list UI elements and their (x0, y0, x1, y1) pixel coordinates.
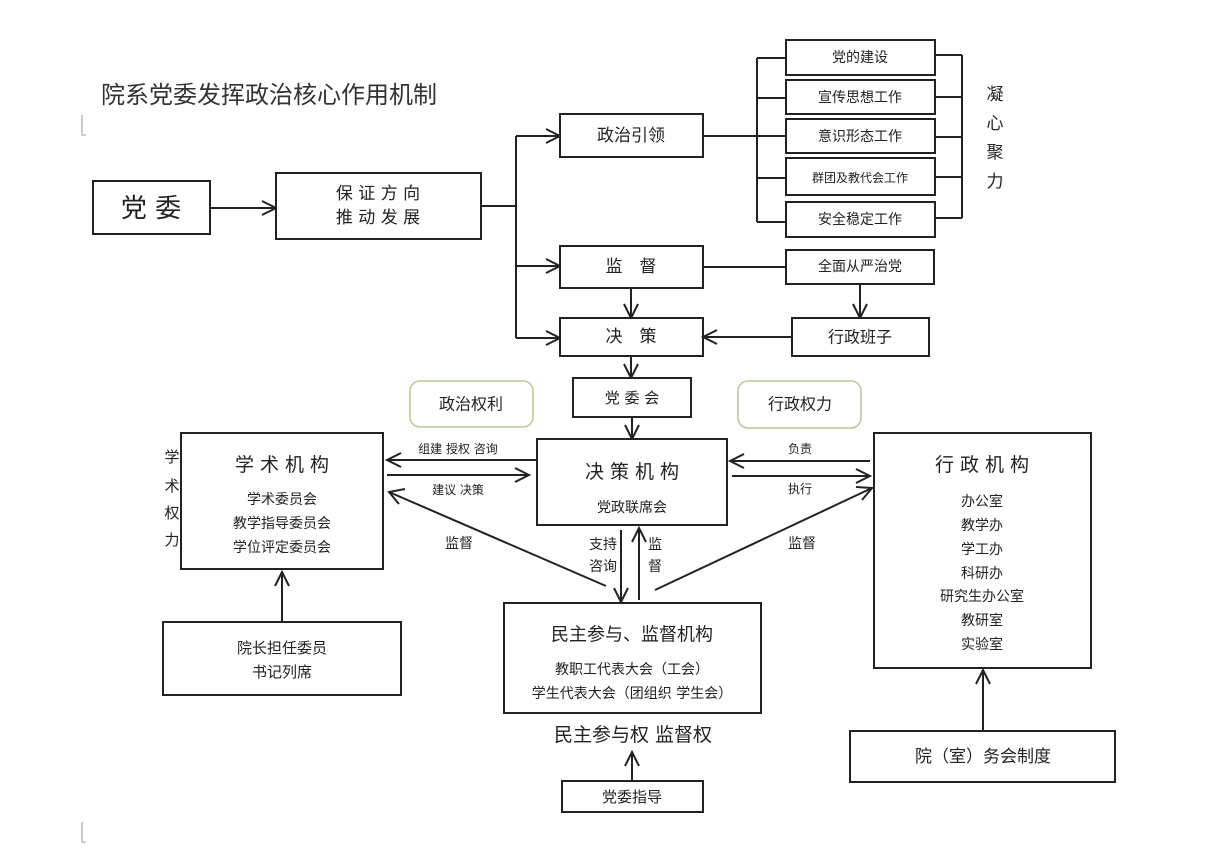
arrowhead (975, 667, 991, 685)
edge-label-execute: 执行 (788, 482, 812, 496)
admin-body-item: 科研办 (961, 566, 1003, 582)
arrowhead (700, 329, 718, 345)
arrowhead (274, 569, 290, 587)
node-leadership-item (785, 39, 936, 76)
corner-mark-top (81, 115, 86, 136)
edge-label-consult: 咨询 (589, 559, 617, 575)
node-supervision-label: 监 督 (606, 257, 657, 277)
node-admin-team-label: 行政班子 (828, 328, 892, 347)
admin-body-item: 学工办 (961, 542, 1003, 558)
node-admin-body (873, 432, 1092, 669)
diagram-title: 院系党委发挥政治核心作用机制 (101, 81, 437, 109)
cohesion-label-char: 心 (987, 114, 1004, 134)
edge-label-supervise-left: 监督 (445, 536, 473, 552)
academic-power-char: 权 (164, 504, 179, 522)
arrowhead (514, 467, 532, 483)
edge-label-responsible: 负责 (788, 442, 812, 456)
node-admin-meeting-system (849, 730, 1116, 783)
node-dean-member (162, 621, 402, 696)
node-strict-governance-label: 全面从严治党 (818, 258, 902, 275)
dean-member-line2: 书记列席 (252, 663, 312, 681)
edge-democratic-supervise-academic (388, 491, 607, 587)
decision-body-title: 决 策 机 构 (585, 461, 679, 483)
cohesion-label-char: 力 (987, 172, 1004, 192)
node-decision-label: 决 策 (606, 327, 657, 347)
democratic-rights-label: 民主参与权 监督权 (554, 724, 712, 746)
node-political-leadership (559, 113, 704, 158)
edge-label-build-authorize-consult: 组建 授权 咨询 (418, 441, 498, 456)
node-political-leadership-label: 政治引领 (597, 126, 665, 146)
academic-body-item: 学术委员会 (247, 492, 317, 508)
arrowhead (855, 486, 875, 501)
academic-body-item: 学位评定委员会 (233, 540, 331, 556)
node-ensure-direction-line1: 保 证 方 向 (336, 184, 420, 204)
democratic-body-item: 学生代表大会（团组织 学生会） (532, 686, 732, 702)
leadership-item-label: 安全稳定工作 (818, 211, 902, 228)
democratic-body-item: 教职工代表大会（工会） (555, 662, 709, 678)
node-leadership-item (785, 157, 936, 196)
arrowhead (387, 488, 406, 505)
arrowhead (855, 468, 873, 484)
academic-body-title: 学 术 机 构 (235, 454, 329, 476)
academic-power-char: 术 (164, 477, 179, 495)
tag-admin-power (737, 380, 862, 429)
leadership-item-label: 群团及教代会工作 (812, 170, 908, 185)
leadership-item-label: 意识形态工作 (818, 128, 902, 145)
admin-body-item: 办公室 (961, 493, 1003, 510)
tag-political-rights-label: 政治权利 (439, 395, 503, 414)
arrowhead (624, 749, 640, 767)
node-leadership-item (785, 118, 936, 154)
corner-mark-bottom (81, 822, 86, 843)
admin-body-item: 实验室 (961, 636, 1003, 653)
admin-body-item: 研究生办公室 (940, 588, 1024, 605)
edge-label-supervise-up-1: 监 (648, 537, 662, 553)
edge-label-supervise-right: 监督 (788, 536, 816, 552)
tag-political-rights (409, 380, 534, 428)
node-party-guidance (561, 780, 704, 813)
admin-body-item: 教学办 (961, 518, 1003, 534)
academic-body-item: 教学指导委员会 (233, 516, 331, 532)
party-guidance-label: 党委指导 (602, 788, 662, 806)
node-decision-body (536, 438, 728, 526)
admin-body-title: 行 政 机 构 (935, 454, 1029, 476)
democratic-body-title: 民主参与、监督机构 (551, 625, 713, 646)
dean-member-line1: 院长担任委员 (237, 639, 327, 657)
academic-power-char: 学 (164, 448, 179, 466)
academic-power-char: 力 (164, 531, 179, 549)
node-ensure-direction-line2: 推 动 发 展 (336, 208, 420, 228)
leadership-item-label: 党的建设 (832, 50, 888, 66)
node-strict-governance (785, 249, 935, 285)
arrowhead (631, 525, 647, 543)
node-ensure-direction (275, 172, 482, 240)
tag-admin-power-label: 行政权力 (768, 395, 832, 414)
edge-label-support: 支持 (589, 537, 617, 553)
decision-body-subtitle: 党政联席会 (597, 500, 667, 516)
node-democratic-body (503, 602, 762, 714)
edge-label-supervise-up-2: 督 (648, 559, 662, 575)
leadership-item-label: 宣传思想工作 (818, 90, 902, 106)
edge-label-suggest-decide: 建议 决策 (432, 483, 484, 497)
node-party-committee (92, 180, 211, 235)
admin-body-item: 教研室 (961, 612, 1003, 629)
arrowhead (727, 453, 745, 469)
node-leadership-item (785, 201, 936, 238)
node-party-committee-meeting (572, 377, 692, 418)
cohesion-label-char: 凝 (987, 85, 1004, 105)
cohesion-label-char: 聚 (987, 143, 1004, 163)
node-admin-team (791, 317, 930, 357)
node-academic-body (180, 432, 384, 570)
node-supervision (559, 245, 704, 289)
admin-meeting-system-label: 院（室）务会制度 (915, 747, 1051, 767)
node-party-committee-meeting-label: 党 委 会 (605, 389, 660, 407)
edge-democratic-supervise-admin (654, 487, 873, 591)
arrowhead (384, 452, 402, 468)
node-party-committee-label: 党 委 (121, 194, 181, 224)
